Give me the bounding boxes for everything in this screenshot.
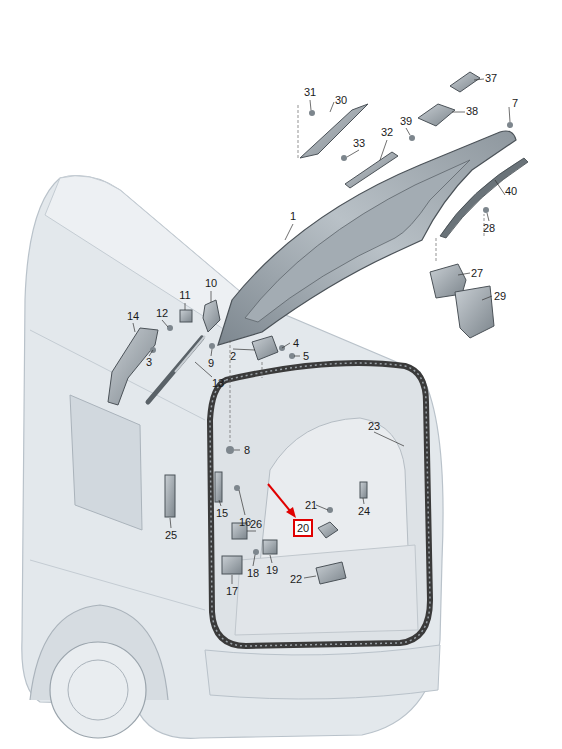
cargo-floor [235, 545, 418, 635]
seal-dots [210, 363, 430, 646]
callout-number: 4 [293, 338, 299, 349]
cover-29 [455, 286, 494, 338]
callout-number: 1 [290, 211, 296, 222]
bumper [205, 645, 440, 699]
highlight-arrow [268, 484, 291, 512]
highlight-arrowhead [286, 507, 296, 518]
highlight-box: 20 [293, 519, 313, 537]
handle-38 [418, 104, 455, 126]
cover-37 [450, 72, 480, 92]
trim-strip [345, 152, 398, 188]
bolt-31 [309, 110, 315, 116]
callout-number: 14 [127, 311, 139, 322]
gas-strut [148, 338, 202, 402]
hinge-10 [203, 300, 220, 332]
callout-number: 38 [466, 106, 478, 117]
callout-number: 8 [244, 445, 250, 456]
lamp-22 [316, 562, 346, 584]
nut-9 [209, 343, 215, 349]
wheel [50, 642, 146, 738]
rear-opening [210, 363, 430, 646]
callout-number: 11 [179, 290, 190, 301]
callout-number: 25 [165, 530, 177, 541]
part-11 [180, 310, 192, 322]
callout-number: 37 [485, 73, 497, 84]
bracket-20 [318, 522, 338, 538]
callout-number: 28 [483, 223, 495, 234]
assembly-lines [230, 105, 484, 442]
callout-number: 17 [226, 586, 238, 597]
side-window [70, 395, 142, 530]
callout-number: 13 [212, 378, 224, 389]
nut-7 [507, 122, 513, 128]
nut-39 [409, 135, 415, 141]
car-roof [45, 176, 250, 330]
bracket-2 [252, 336, 278, 360]
callout-number: 40 [505, 186, 517, 197]
callout-number: 26 [250, 519, 262, 530]
callout-number: 19 [266, 565, 278, 576]
callout-number: 31 [304, 87, 316, 98]
wheel-rim [68, 660, 128, 720]
bolt-12 [167, 325, 173, 331]
callout-number: 24 [358, 506, 370, 517]
tailgate [218, 131, 516, 345]
callout-number: 23 [368, 421, 380, 432]
callout-number: 33 [353, 138, 365, 149]
callout-number: 21 [305, 500, 317, 511]
seal-40 [440, 158, 528, 238]
part-19 [263, 540, 277, 554]
callout-number: 39 [400, 116, 412, 127]
callout-number: 9 [208, 358, 214, 369]
spoiler [300, 104, 368, 158]
bolt-28 [483, 207, 489, 213]
striker-15 [215, 472, 222, 502]
callout-number: 3 [146, 357, 152, 368]
leader-lines [133, 79, 510, 584]
callout-number: 5 [303, 351, 309, 362]
callout-number: 27 [471, 268, 483, 279]
callout-number: 2 [230, 351, 236, 362]
part-25 [165, 475, 175, 517]
callout-number: 32 [381, 127, 393, 138]
callout-number: 16 [239, 517, 251, 528]
callout-number: 20 [297, 522, 309, 534]
callout-number: 29 [494, 291, 506, 302]
callout-number: 12 [156, 308, 168, 319]
callout-number: 22 [290, 574, 302, 585]
callout-number: 10 [205, 278, 217, 289]
bolt-18 [253, 549, 259, 555]
buffer-8 [226, 446, 234, 454]
callout-number: 15 [216, 508, 228, 519]
part-17 [222, 556, 242, 574]
part-24 [360, 482, 367, 498]
callout-number: 30 [335, 95, 347, 106]
callout-number: 18 [247, 568, 259, 579]
clip-33 [341, 155, 347, 161]
hinge-14 [108, 328, 158, 405]
callout-number: 7 [512, 98, 518, 109]
